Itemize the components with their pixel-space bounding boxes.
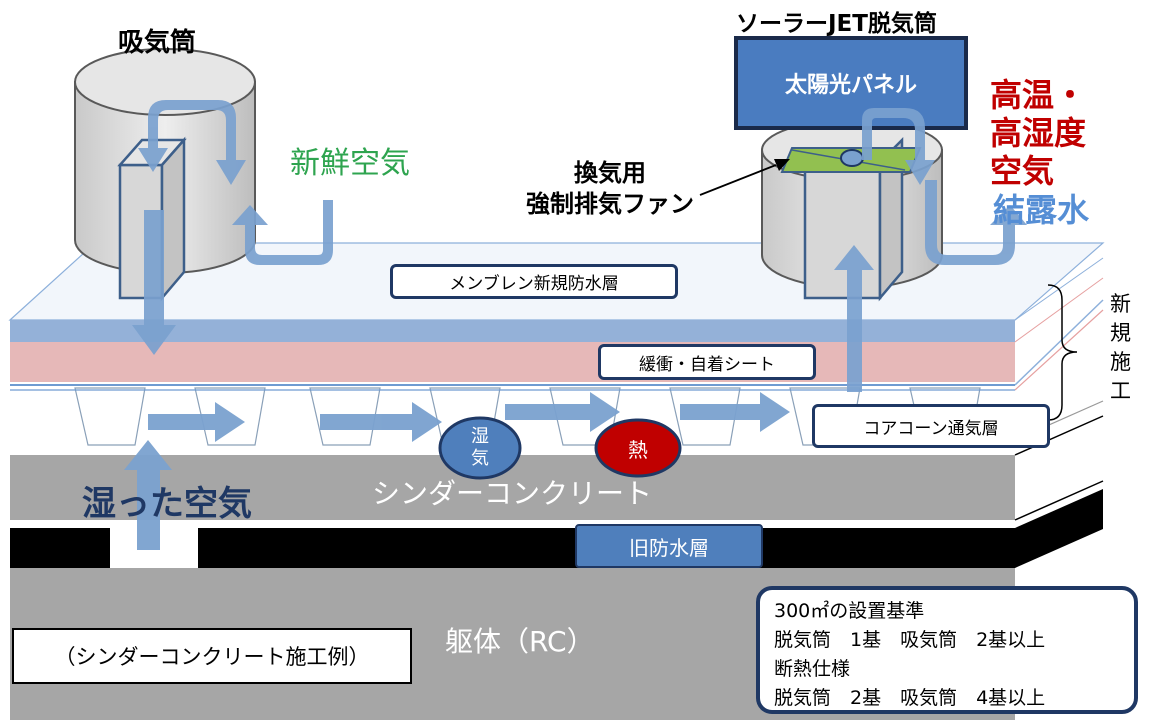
construction-example-box: （シンダーコンクリート施工例） xyxy=(12,628,412,684)
membrane-label-box: メンブレン新規防水層 xyxy=(390,264,678,299)
standards-line-1: 300㎡の設置基準 xyxy=(774,600,925,622)
heat-node xyxy=(594,418,682,478)
fresh-air-label: 新鮮空気 xyxy=(290,146,410,181)
cushion-sheet-label-box: 緩衝・自着シート xyxy=(598,344,816,380)
new-construction-brace xyxy=(1047,284,1078,421)
exhaust-air-arrows xyxy=(834,108,1027,392)
standards-line-3: 断熱仕様 xyxy=(774,658,851,680)
humid-air-rising-arrow xyxy=(124,440,172,550)
fan-label: 換気用 強制排気ファン xyxy=(526,159,694,218)
humid-air-label: 湿った空気 xyxy=(82,484,252,524)
new-construction-label: 新 規 施 工 xyxy=(1110,292,1131,403)
cushion-sheet-layer xyxy=(10,342,1015,382)
cinder-concrete-label: シンダーコンクリート xyxy=(372,477,653,510)
condensation-label: 結露水 xyxy=(993,191,1090,229)
membrane-layer xyxy=(10,320,1015,342)
body-rc-label: 躯体（RC） xyxy=(445,625,595,658)
moisture-label: 湿 気 xyxy=(471,426,489,469)
core-cone-flow-arrows xyxy=(148,392,790,442)
standards-line-4: 脱気筒 2基 吸気筒 4基以上 xyxy=(774,687,1046,709)
hot-humid-air-label: 高温・ 高湿度 空気 xyxy=(990,76,1087,190)
solar-jet-title: ソーラーJET脱気筒 xyxy=(736,11,937,37)
solar-panel-label: 太陽光パネル xyxy=(784,73,917,98)
core-cone-label-box: コアコーン通気層 xyxy=(812,404,1050,448)
old-waterproof-layer xyxy=(10,489,1103,568)
standards-line-2: 脱気筒 1基 吸気筒 2基以上 xyxy=(774,629,1046,651)
moisture-node xyxy=(438,416,522,480)
intake-air-arrows xyxy=(132,100,333,355)
old-waterproof-label-box: 旧防水層 xyxy=(575,524,763,568)
heat-label: 熱 xyxy=(628,437,648,462)
intake-tube xyxy=(74,48,256,302)
intake-tube-title: 吸気筒 xyxy=(118,28,197,58)
fan-pointer-arrow xyxy=(699,159,790,196)
installation-standards-box: 300㎡の設置基準 脱気筒 1基 吸気筒 2基以上 断熱仕様 脱気筒 2基 吸気… xyxy=(756,586,1138,714)
